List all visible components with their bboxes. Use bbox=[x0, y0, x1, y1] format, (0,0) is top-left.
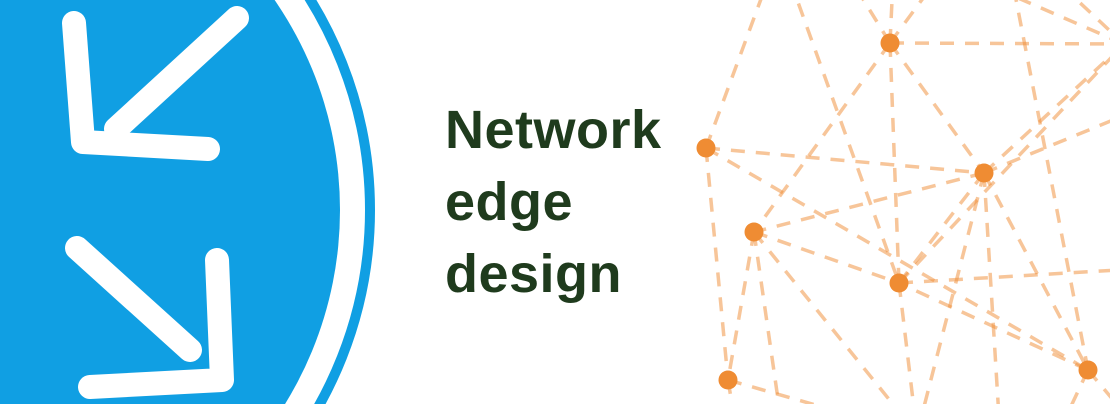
page-title: Network edge design bbox=[445, 94, 662, 310]
network-edge bbox=[1086, 368, 1110, 399]
network-node bbox=[718, 370, 738, 390]
network-edge bbox=[982, 172, 1090, 371]
network-edge bbox=[982, 54, 1110, 175]
arrow-down-left-icon bbox=[62, 6, 249, 161]
title-line-3: design bbox=[445, 244, 623, 304]
network-edge bbox=[727, 378, 819, 404]
network-edge bbox=[888, 41, 986, 175]
network-node bbox=[1078, 360, 1098, 380]
network-edge bbox=[726, 231, 756, 381]
network-edge bbox=[704, 0, 763, 149]
network-edge bbox=[897, 282, 916, 404]
network-edge bbox=[861, 0, 892, 44]
network-node bbox=[974, 163, 994, 183]
network-edge bbox=[752, 41, 892, 234]
title-line-2: edge bbox=[445, 172, 574, 232]
network-edge bbox=[752, 231, 781, 404]
network-edge bbox=[898, 268, 1110, 285]
network-edge bbox=[888, 0, 894, 44]
arrow-down-right-icon bbox=[65, 236, 234, 399]
network-edge bbox=[889, 41, 1110, 46]
network-edge bbox=[795, 0, 901, 284]
network-node bbox=[744, 222, 764, 242]
network-edge bbox=[888, 0, 924, 45]
network-edge bbox=[704, 147, 730, 381]
network-edge bbox=[705, 146, 985, 175]
network-edge bbox=[753, 230, 900, 285]
network-edge bbox=[888, 42, 901, 284]
network-edge bbox=[922, 172, 986, 404]
network-node bbox=[696, 138, 716, 158]
network-edge bbox=[897, 56, 1110, 285]
network-edge bbox=[752, 230, 896, 404]
network-edge bbox=[1070, 369, 1090, 404]
network-node bbox=[880, 33, 900, 53]
title-line-1: Network bbox=[445, 100, 662, 160]
network-edge bbox=[982, 172, 1000, 404]
network-edge bbox=[898, 281, 1089, 372]
blue-ring bbox=[304, 0, 375, 404]
network-edge bbox=[705, 146, 1089, 372]
network-node bbox=[889, 273, 909, 293]
network-edge bbox=[1018, 0, 1110, 40]
network-edge bbox=[1014, 0, 1090, 371]
